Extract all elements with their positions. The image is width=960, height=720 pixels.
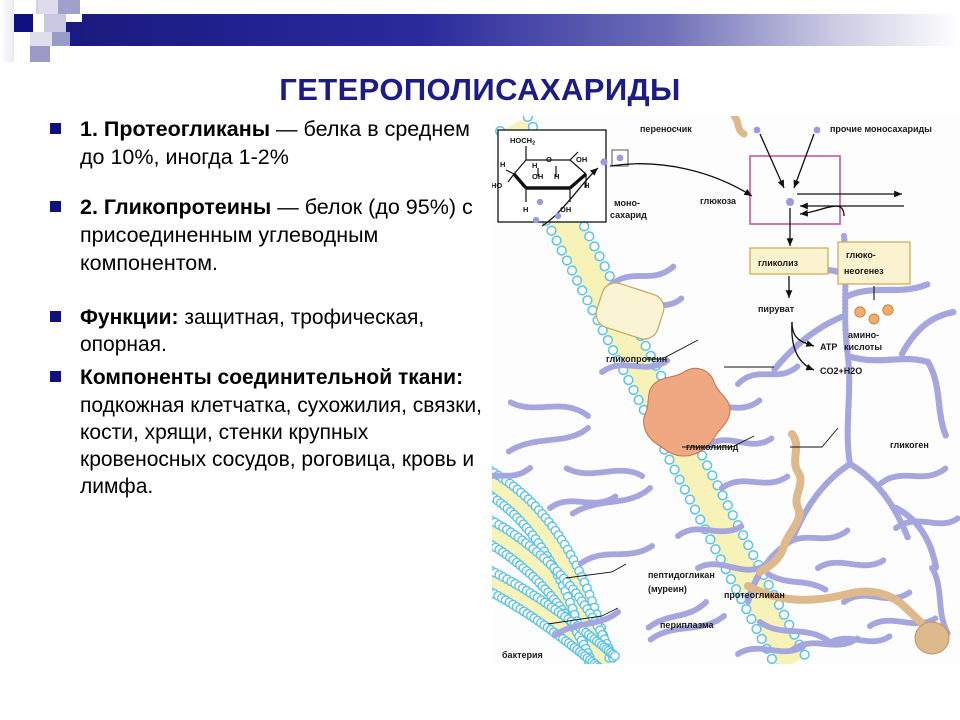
label-glucose: глюкоза (700, 196, 737, 206)
membrane-transport-protein-lower (595, 282, 665, 340)
bullet-square-icon (50, 123, 61, 134)
bullet-text: 2. Гликопротеины — белок (до 95%) с прис… (80, 194, 494, 278)
square-white-bottom (12, 46, 30, 62)
square-lavender-lower-left (30, 32, 52, 46)
label-monosaccharide-line1: моно- (614, 198, 640, 208)
square-white-gap (34, 14, 44, 32)
glycoprotein-blob (643, 367, 731, 457)
page-title: ГЕТЕРОПОЛИСАХАРИДЫ (279, 72, 681, 107)
svg-text:O: O (546, 155, 552, 164)
label-peptidoglycan-line1: пептидогликан (648, 570, 715, 580)
svg-text:HO: HO (492, 181, 502, 190)
bullet-lead: Компоненты соединительной ткани: (80, 366, 464, 390)
bullet-dash: — (271, 194, 305, 219)
glucose-dot-center (786, 198, 794, 206)
bullet-square-icon (50, 310, 61, 322)
label-bacterium: бактерия (502, 650, 543, 660)
label-periplasm: периплазма (660, 620, 715, 630)
label-monosaccharide-line2: сахарид (610, 210, 647, 220)
square-fade-left (0, 0, 14, 62)
bullet-rest: подкожная клетчатка, сухожилия, связки, … (80, 393, 482, 499)
bullet-text: Функции: защитная, трофическая, опорная. (80, 304, 494, 359)
bullet-lead: 2. Гликопротеины (80, 194, 272, 219)
label-atp: ATP (820, 342, 837, 352)
square-lavender-lower-mid (52, 32, 70, 46)
label-amino-line1: амино- (848, 330, 879, 340)
label-carrier: переносчик (640, 124, 692, 134)
svg-text:OH: OH (576, 155, 587, 164)
label-glycoprotein: гликопротеин (606, 354, 667, 364)
leader-lines (547, 339, 839, 625)
proteoglycan-core-upper (756, 430, 805, 576)
label-pyruvate: пируват (758, 304, 795, 314)
square-lavender-lower-right (70, 32, 80, 46)
svg-text:H: H (500, 160, 505, 169)
label-glycogen: гликоген (890, 440, 929, 450)
bullet-rest: защитная, трофическая, опорная. (80, 305, 425, 356)
square-lav-a (38, 0, 58, 16)
label-proteoglycan: протеогликан (724, 590, 785, 600)
bullet-square-icon (50, 371, 61, 383)
polysaccharide-chains (492, 232, 960, 657)
bacterial-membrane-heads (492, 465, 620, 664)
svg-text:H: H (584, 181, 589, 190)
label-co2-h2o: CO2+H2O (820, 366, 862, 376)
svg-text:H: H (532, 161, 537, 170)
atom-label: HOCH2 (510, 136, 535, 147)
bullet-item-connective-tissue: Компоненты соединительной ткани: подкожн… (42, 364, 494, 500)
bullet-item-glycoproteins: 2. Гликопротеины — белок (до 95%) с прис… (42, 194, 494, 278)
square-lavender-upper-right (58, 0, 80, 14)
label-gluconeogenesis-line1: глюко- (846, 250, 876, 260)
label-peptidoglycan-line2: (муреин) (648, 584, 687, 594)
bullet-item-functions: Функции: защитная, трофическая, опорная. (42, 304, 494, 359)
label-glycolipid: гликолипид (686, 442, 739, 452)
bullet-text: Компоненты соединительной ткани: подкожн… (80, 364, 494, 500)
label-other-monosaccharides: прочие моносахариды (830, 124, 932, 134)
bullet-lead: Функции: (80, 305, 179, 329)
header-gradient-bar (40, 14, 960, 46)
bullet-square-icon (50, 200, 61, 212)
bullet-rest: белок (до 95%) с присоединенным углеводн… (80, 194, 473, 275)
glucose-molecule-dot (616, 154, 624, 162)
bullet-lead: 1. Протеогликаны (80, 117, 271, 141)
content-text-column: 1. Протеогликаны — белка в среднем до 10… (42, 116, 494, 515)
gluconeogenesis-box (837, 241, 911, 285)
label-glycolysis: гликолиз (758, 258, 799, 268)
svg-text:H: H (523, 205, 528, 214)
square-lavender-bottom (30, 46, 50, 62)
svg-text:OH: OH (532, 172, 543, 181)
square-navy (13, 14, 33, 32)
bullet-dash: — (270, 117, 304, 141)
carbohydrate-metabolism-illustration: HOCH2 H O OH H OH H HO H H OH (492, 116, 960, 664)
label-amino-line2: кислоты (844, 342, 882, 352)
bullet-item-proteoglycans: 1. Протеогликаны — белка в среднем до 10… (42, 116, 494, 172)
bullet-rest: белка в среднем до 10%, иногда 1-2% (80, 117, 470, 169)
svg-text:OH: OH (560, 205, 571, 214)
square-lavender-mid (44, 14, 66, 32)
label-gluconeogenesis-line2: неогенез (844, 266, 884, 276)
header-decoration (0, 0, 960, 62)
glycolysis-box (749, 247, 829, 275)
bullet-text: 1. Протеогликаны — белка в среднем до 10… (80, 116, 494, 172)
svg-text:H: H (554, 172, 559, 181)
proteoglycan-core-small (730, 116, 748, 138)
monosaccharide-structure-box: HOCH2 H O OH H OH H HO H H OH (492, 129, 607, 223)
proteoglycan-core-lower (744, 582, 930, 634)
